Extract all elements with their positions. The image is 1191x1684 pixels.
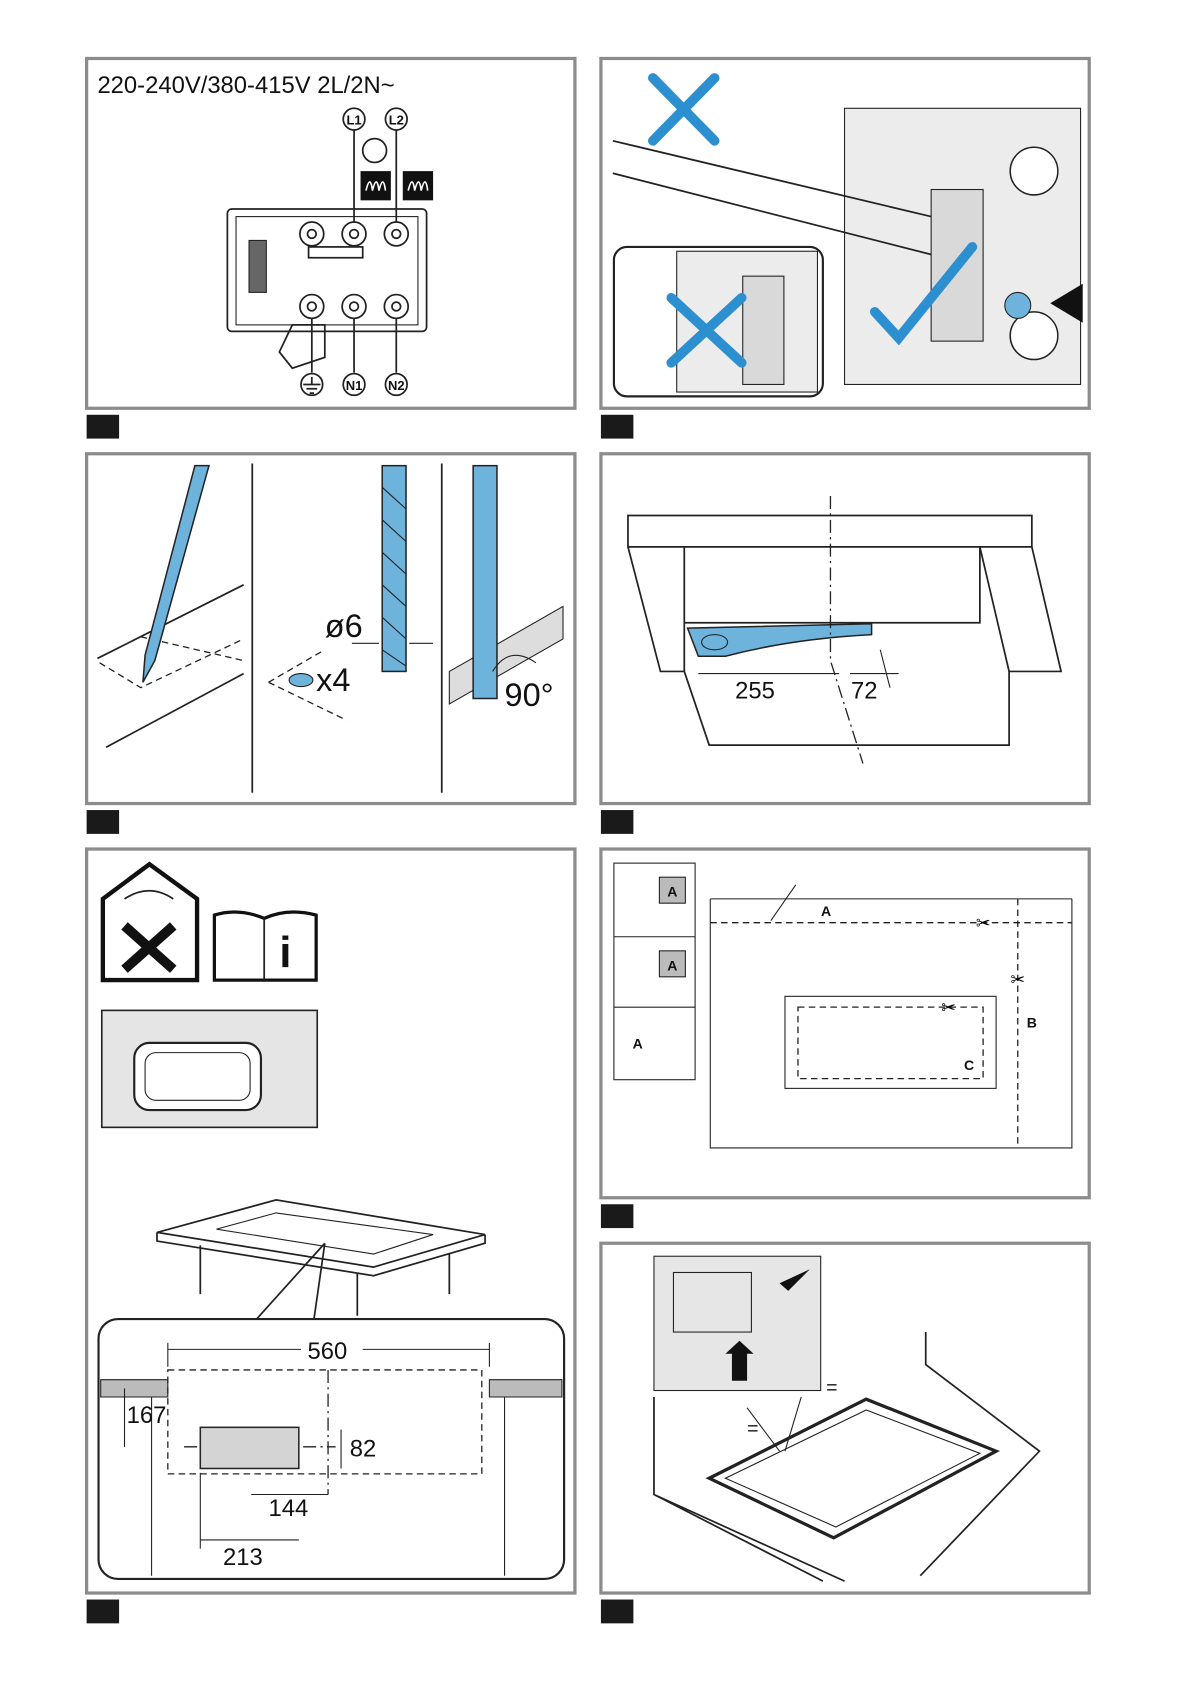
label-c: C [964,1057,974,1073]
label-a: A [667,884,677,900]
dim-560: 560 [307,1338,347,1365]
step-tab [601,810,633,834]
step-tab [601,1204,633,1228]
dim-144: 144 [269,1495,309,1522]
count-label: x4 [316,662,350,698]
equal-sign: = [826,1377,837,1399]
label-a: A [667,957,677,973]
terminal-l1: L1 [346,113,361,128]
label-a: A [633,1035,643,1051]
step-tab [87,1600,119,1624]
terminal-l2: L2 [389,113,404,128]
panel-drilling: ø6 x4 90° [87,454,575,834]
dim-255: 255 [735,678,775,705]
dim-72: 72 [851,678,877,705]
diameter-label: ø6 [325,608,363,644]
saw-blade-icon [473,466,497,699]
step-tab [87,415,119,439]
manual-info-icon: i [214,912,316,980]
terminal-n2: N2 [388,378,405,393]
terminal-n1: N1 [346,378,363,393]
drill-bit-icon [382,466,406,672]
dim-82: 82 [350,1436,376,1463]
scissors-icon: ✂ [941,998,956,1018]
scissors-icon: ✂ [1011,969,1026,989]
step-tab [87,810,119,834]
equal-sign: = [747,1418,758,1440]
dim-213: 213 [223,1544,263,1571]
panel-fitting: = = [601,1243,1089,1623]
panel-cutting: A A A A B C ✂ ✂ ✂ [601,849,1089,1228]
svg-text:i: i [279,929,291,977]
dim-167: 167 [127,1402,167,1429]
heating-coil-icon [361,171,391,200]
panel-wiring: 220-240V/380-415V 2L/2N~ [87,58,575,438]
screw-icon [1010,147,1058,195]
panel-cable-clamp [601,58,1089,438]
panel-template: 255 72 [601,454,1089,834]
step-tab [601,1600,633,1624]
step-tab [601,415,633,439]
heating-coil-icon [403,171,433,200]
panel-installation: i 560 167 82 144 213 [87,849,575,1623]
angle-label: 90° [505,677,554,713]
voltage-label: 220-240V/380-415V 2L/2N~ [97,72,394,99]
scissors-icon: ✂ [976,913,991,933]
label-b: B [1027,1015,1037,1031]
drill-hole-marker [289,674,313,687]
label-a: A [821,903,831,919]
